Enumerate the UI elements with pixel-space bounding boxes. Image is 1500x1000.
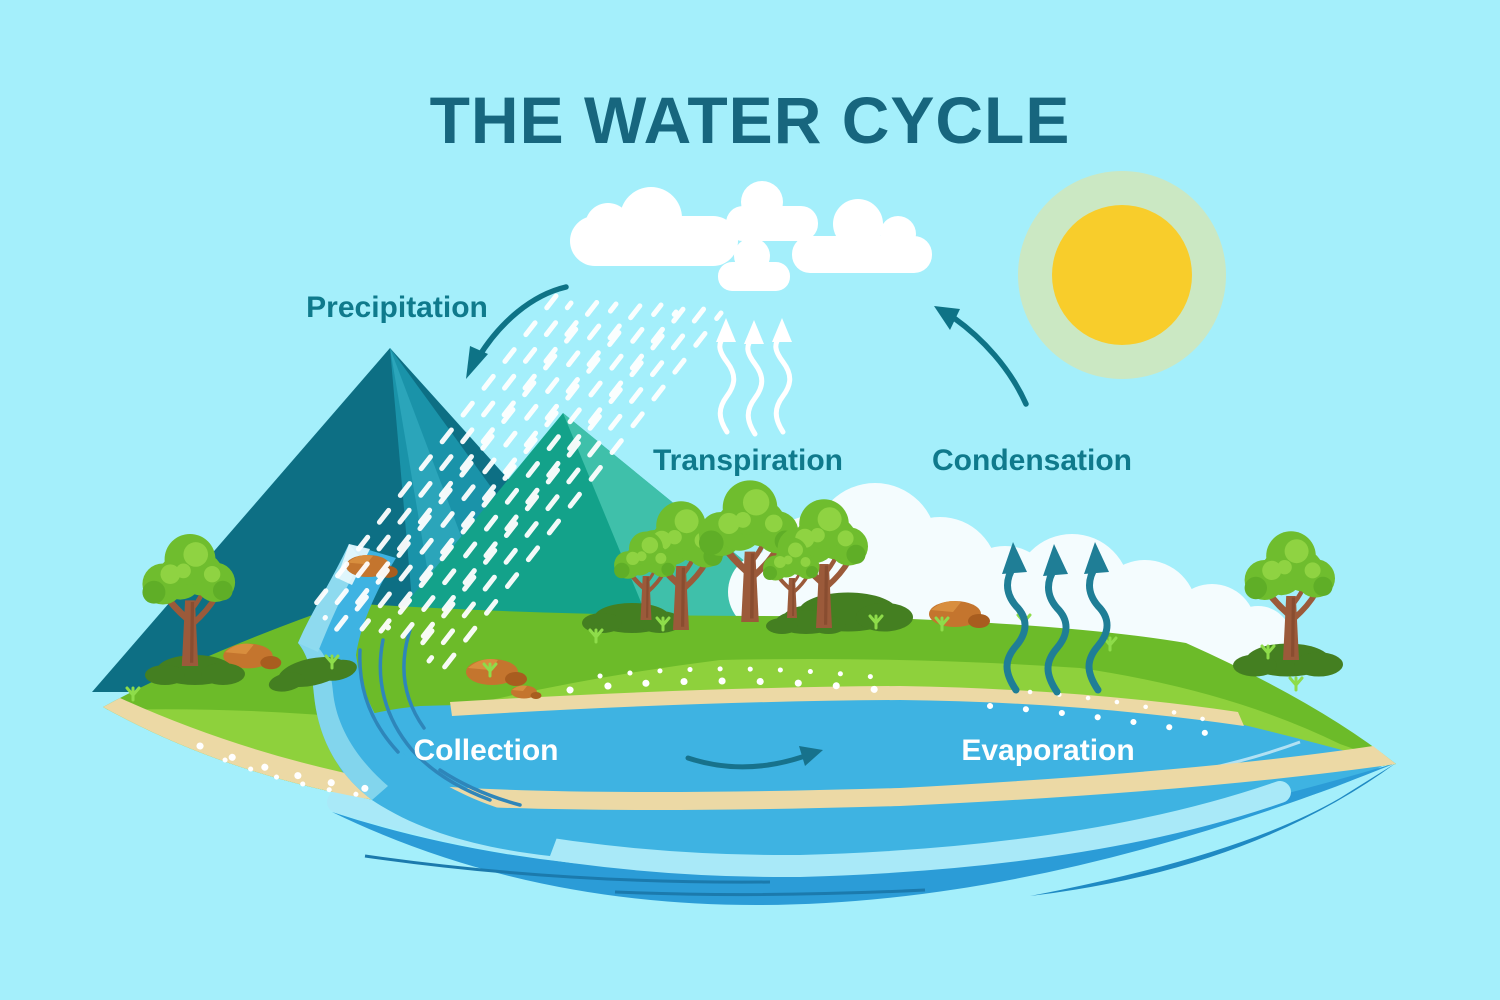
collection-label: Collection [413, 734, 558, 767]
collection-arrow [685, 746, 823, 770]
cloud-group [570, 181, 932, 291]
condensation-arrow [934, 306, 1029, 407]
cloud-icon [726, 181, 818, 241]
precipitation-label: Precipitation [306, 291, 488, 324]
transpiration-arrows [716, 318, 793, 437]
evaporation-arrows [1002, 542, 1111, 696]
deep-water-line [364, 854, 771, 884]
wavy-arrow-up-icon [1085, 562, 1111, 694]
flower-dots [196, 666, 1238, 799]
cloud-icon [718, 238, 790, 291]
lake-bowl [332, 763, 1396, 906]
wavy-arrow-up-icon [773, 333, 793, 435]
cloud-icon [570, 187, 738, 266]
deep-water-line [614, 888, 926, 897]
cloud-icon [792, 199, 932, 273]
condensation-label: Condensation [932, 444, 1132, 477]
wavy-arrow-up-icon [1044, 564, 1070, 696]
transpiration-label: Transpiration [653, 444, 843, 477]
wavy-arrow-up-icon [717, 333, 737, 435]
page-title: THE WATER CYCLE [430, 83, 1071, 157]
rain-icon [311, 293, 724, 681]
beach [103, 686, 1396, 810]
precipitation-arrow [466, 284, 569, 379]
river-flow-lines [358, 628, 522, 807]
sun-icon [1018, 171, 1226, 379]
wavy-arrow-up-icon [1003, 562, 1029, 694]
wavy-arrow-up-icon [745, 335, 765, 437]
evaporation-label: Evaporation [961, 734, 1134, 767]
lake-surface [331, 699, 1389, 861]
